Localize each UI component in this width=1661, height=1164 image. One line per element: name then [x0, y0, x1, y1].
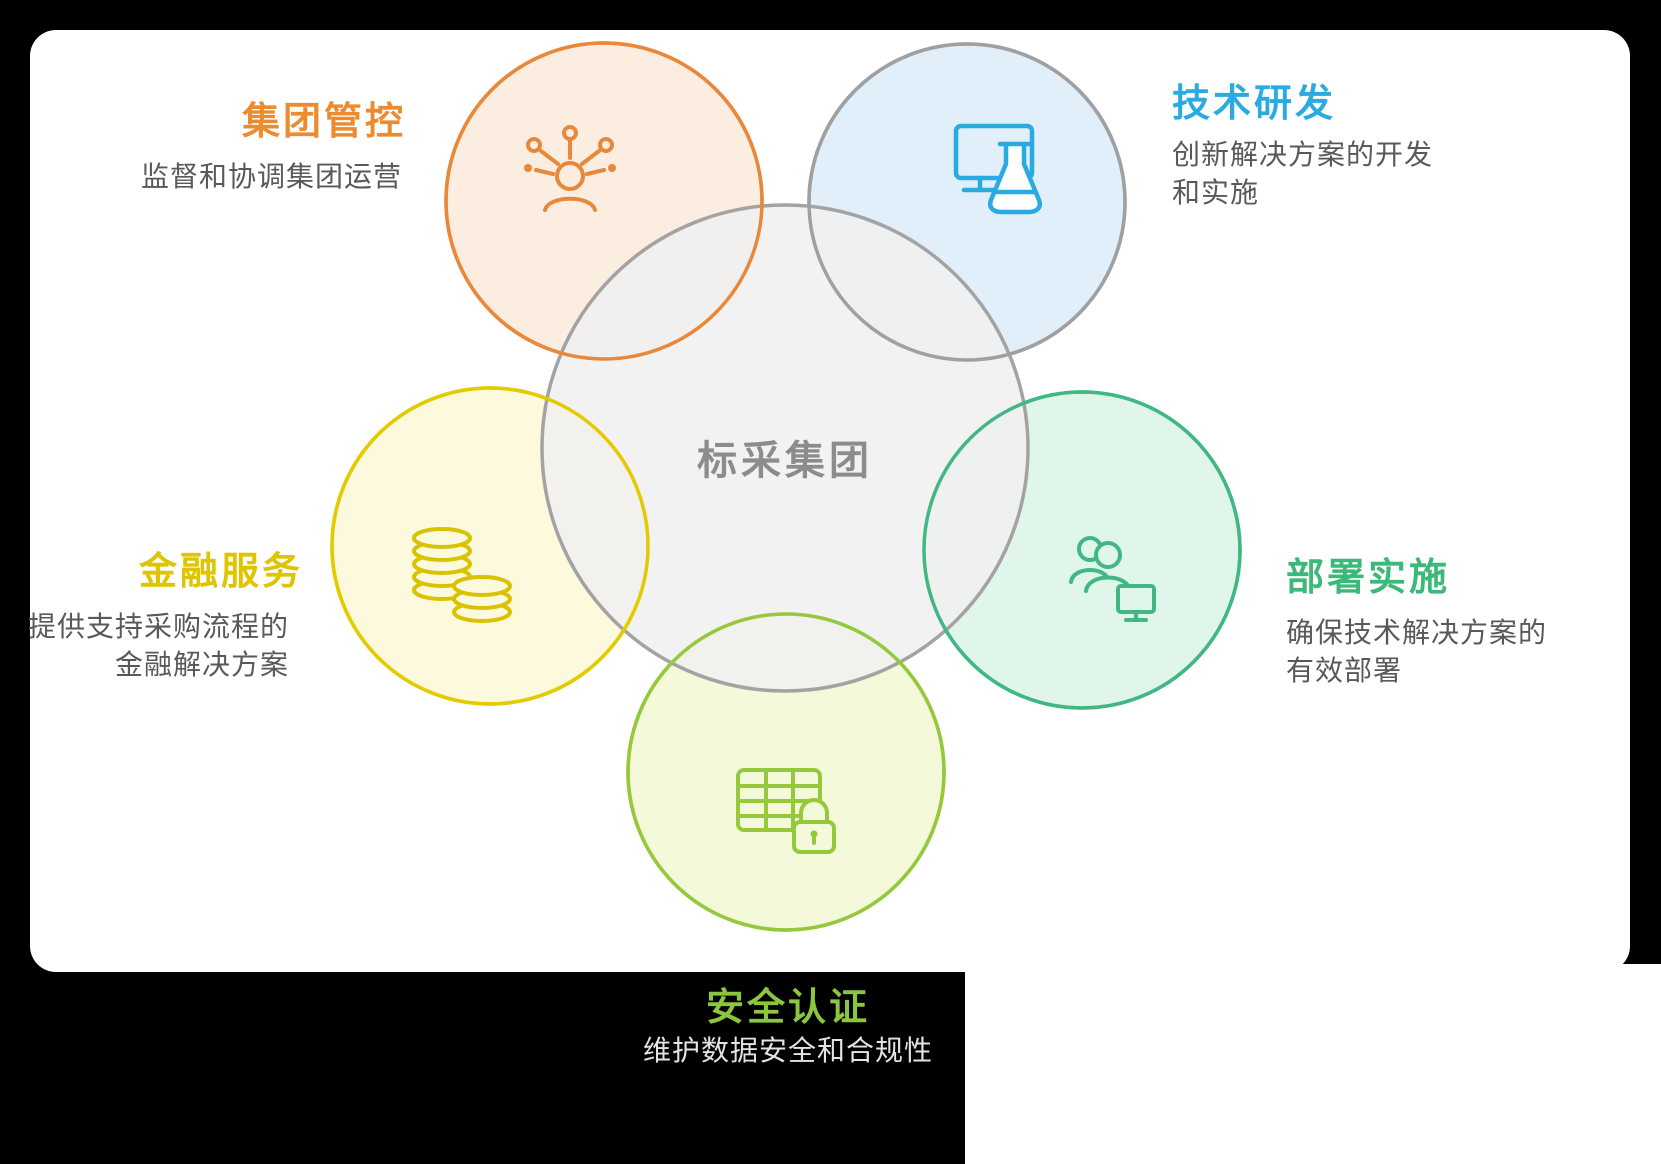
monitor-flask-icon — [953, 123, 1042, 215]
node-title-finance: 金融服务 — [138, 551, 303, 593]
node-desc-group-control: 监督和协调集团运营 — [141, 158, 402, 196]
node-desc-security: 维护数据安全和合规性 — [643, 1032, 933, 1070]
node-desc-line: 金融解决方案 — [114, 649, 289, 680]
team-monitor-icon — [1069, 536, 1156, 622]
node-desc-line: 和实施 — [1172, 177, 1260, 208]
coin-stacks-icon — [412, 527, 512, 623]
node-title-security: 安全认证 — [705, 987, 871, 1029]
node-desc-finance: 提供支持采购流程的 金融解决方案 — [28, 608, 289, 684]
node-desc-line: 确保技术解决方案的 — [1286, 617, 1548, 648]
circle-tech-rd-outline — [807, 42, 1127, 362]
circle-finance-outline — [330, 386, 650, 706]
circle-deploy-outline — [922, 390, 1242, 710]
node-title-tech-rd: 技术研发 — [1172, 83, 1337, 125]
table-lock-icon — [736, 768, 836, 854]
network-person-icon — [524, 125, 616, 212]
circle-group-control-outline — [444, 41, 764, 361]
node-desc-line: 提供支持采购流程的 — [27, 611, 289, 642]
node-desc-line: 有效部署 — [1286, 655, 1403, 686]
node-title-deploy: 部署实施 — [1286, 557, 1451, 599]
center-label: 标采集团 — [697, 439, 873, 483]
node-desc-tech-rd: 创新解决方案的开发 和实施 — [1172, 136, 1433, 212]
circle-center — [540, 203, 1030, 693]
circle-outlines — [330, 41, 1242, 932]
node-desc-line: 监督和协调集团运营 — [140, 161, 402, 192]
circle-security-outline — [626, 612, 946, 932]
node-desc-line: 创新解决方案的开发 — [1172, 139, 1434, 170]
node-desc-deploy: 确保技术解决方案的 有效部署 — [1286, 614, 1547, 690]
node-title-group-control: 集团管控 — [241, 101, 406, 143]
diagram-canvas-extension — [965, 964, 1661, 1164]
node-desc-line: 维护数据安全和合规性 — [642, 1035, 934, 1066]
